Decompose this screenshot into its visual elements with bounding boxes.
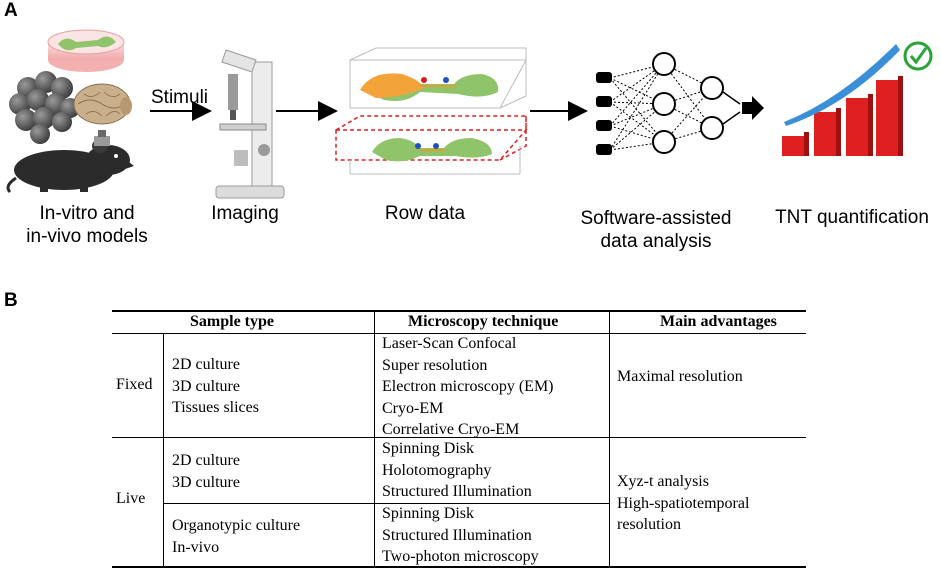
table-col-rule-2 [609, 310, 610, 567]
raw-data-volume-top [349, 47, 527, 109]
technique-item: Holotomography [382, 461, 492, 479]
live-samples-organotypic: Organotypic culture In-vivo [172, 515, 300, 558]
technique-item: Super resolution [382, 356, 488, 374]
technique-item: Two-photon microscopy [382, 548, 539, 565]
advantage-item: Maximal resolution [617, 368, 743, 385]
step-caption-analysis: Software-assisted data analysis [560, 207, 752, 253]
header-microscopy-technique: Microscopy technique [408, 313, 559, 330]
table-bottom-rule [112, 566, 806, 568]
step-caption-models: In-vitro and in-vivo models [4, 202, 170, 248]
microscope-icon [215, 49, 285, 199]
technique-item: Structured Illumination [382, 526, 532, 544]
live-techniques-organotypic: Spinning Disk Structured Illumination Tw… [382, 503, 539, 568]
table-group-rule [112, 437, 806, 438]
organoid-icon [9, 71, 80, 144]
advantage-item: High-spatiotemporal [617, 494, 750, 512]
live-techniques-2d3d: Spinning Disk Holotomography Structured … [382, 438, 532, 503]
sample-item: Organotypic culture [172, 517, 301, 534]
caption-line: in-vivo models [26, 226, 148, 247]
condition-live: Live [116, 490, 146, 507]
workflow-diagram [6, 29, 933, 199]
mouse-icon [6, 130, 134, 194]
brain-icon [73, 83, 132, 125]
sample-item: 2D culture [172, 356, 240, 373]
technique-item: Electron microscopy (EM) [382, 378, 554, 395]
fixed-advantages: Maximal resolution [617, 366, 743, 388]
live-advantages: Xyz-t analysis High-spatiotemporal resol… [617, 471, 749, 536]
caption-line: data analysis [600, 231, 712, 252]
petri-dish-icon [47, 29, 125, 72]
caption-line: Software-assisted [580, 208, 732, 229]
technique-item: Laser-Scan Confocal [382, 335, 517, 352]
condition-fixed: Fixed [116, 376, 153, 393]
step-caption-quantification: TNT quantification [764, 206, 940, 229]
fixed-samples: 2D culture 3D culture Tissues slices [172, 354, 259, 419]
step-caption-row-data: Row data [360, 202, 490, 225]
sample-item: Tissues slices [172, 399, 259, 416]
technique-item: Structured Illumination [382, 483, 532, 500]
neural-network-icon [596, 52, 764, 155]
panel-b-label: B [4, 290, 18, 311]
caption-line: Row data [384, 203, 466, 224]
live-samples-2d3d: 2D culture 3D culture [172, 450, 240, 493]
table-subrow-rule [163, 503, 609, 504]
header-sample-type: Sample type [190, 313, 274, 330]
advantage-item: resolution [617, 516, 681, 533]
stimuli-label: Stimuli [151, 87, 209, 108]
table-top-rule [112, 310, 806, 312]
caption-line: Imaging [211, 203, 279, 224]
header-main-advantages: Main advantages [660, 313, 777, 330]
sample-item: 2D culture [172, 452, 240, 469]
panel-a-label: A [4, 0, 18, 21]
sample-item: 3D culture [172, 377, 240, 395]
technique-item: Spinning Disk [382, 505, 475, 522]
advantage-item: Xyz-t analysis [617, 473, 709, 490]
technique-item: Correlative Cryo-EM [382, 421, 520, 438]
step-caption-imaging: Imaging [190, 202, 300, 225]
sample-item: In-vivo [172, 538, 220, 556]
table-header-rule [112, 333, 806, 334]
caption-line: TNT quantification [775, 207, 929, 228]
sample-item: 3D culture [172, 473, 240, 491]
caption-line: In-vitro and [39, 203, 135, 224]
quantification-chart-icon [782, 41, 933, 156]
technique-item: Cryo-EM [382, 399, 444, 417]
technique-item: Spinning Disk [382, 440, 475, 457]
table-col-rule-0 [163, 333, 164, 567]
fixed-techniques: Laser-Scan Confocal Super resolution Ele… [382, 333, 554, 441]
table-col-rule-1 [374, 310, 375, 567]
raw-data-volume-bottom [335, 115, 528, 175]
